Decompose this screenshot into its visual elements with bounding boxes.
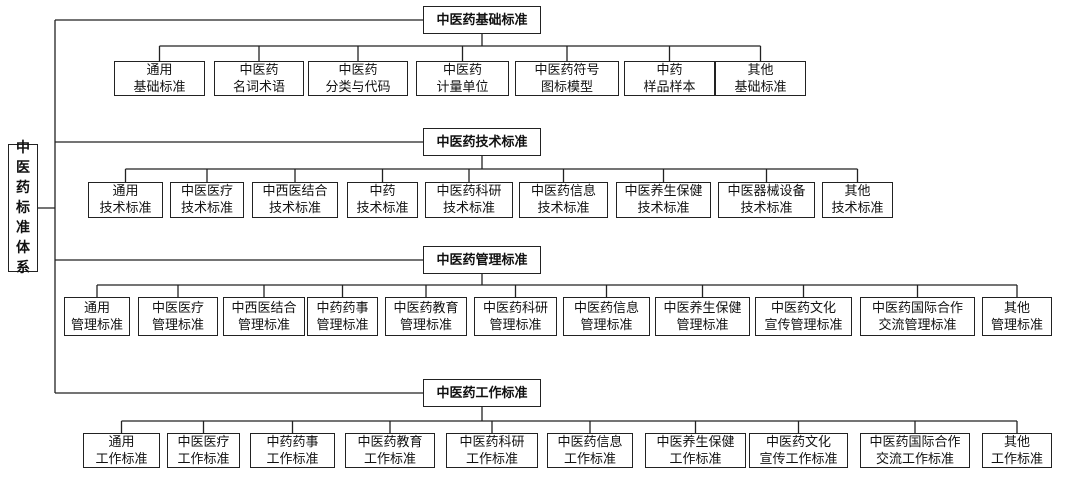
management-standard-item: 中医药信息 管理标准: [563, 297, 650, 336]
technical-standard-item: 其他 技术标准: [822, 182, 893, 218]
basic-standard-item: 中医药符号 图标模型: [515, 61, 619, 96]
basic-standard-item: 中医药 计量单位: [416, 61, 509, 96]
technical-standard-item: 中西医结合 技术标准: [252, 182, 338, 218]
work-standard-item: 中医药科研 工作标准: [446, 433, 538, 468]
technical-standard-item: 中医药信息 技术标准: [519, 182, 608, 218]
management-standard-item: 中医药国际合作 交流管理标准: [860, 297, 975, 336]
management-standard-item: 中医药科研 管理标准: [474, 297, 557, 336]
work-standard-item: 中药药事 工作标准: [250, 433, 335, 468]
technical-standard-item: 通用 技术标准: [88, 182, 163, 218]
root-node: 中 医 药 标 准 体 系: [8, 140, 38, 276]
work-standard-item: 中医药国际合作 交流工作标准: [860, 433, 970, 468]
technical-standard-item: 中医器械设备 技术标准: [718, 182, 815, 218]
category-work: 中医药工作标准: [423, 379, 541, 407]
management-standard-item: 其他 管理标准: [982, 297, 1052, 336]
work-standard-item: 中医药信息 工作标准: [547, 433, 633, 468]
category-technical: 中医药技术标准: [423, 128, 541, 156]
basic-standard-item: 通用 基础标准: [114, 61, 205, 96]
work-standard-item: 中医药文化 宣传工作标准: [749, 433, 848, 468]
technical-standard-item: 中医药科研 技术标准: [425, 182, 513, 218]
management-standard-item: 中医药教育 管理标准: [385, 297, 467, 336]
work-standard-item: 中医药教育 工作标准: [345, 433, 435, 468]
work-standard-item: 其他 工作标准: [982, 433, 1052, 468]
category-basic: 中医药基础标准: [423, 6, 541, 34]
basic-standard-item: 中医药 分类与代码: [308, 61, 408, 96]
basic-standard-item: 中药 样品样本: [624, 61, 715, 96]
management-standard-item: 中医医疗 管理标准: [138, 297, 218, 336]
technical-standard-item: 中医医疗 技术标准: [170, 182, 244, 218]
work-standard-item: 中医医疗 工作标准: [167, 433, 240, 468]
technical-standard-item: 中药 技术标准: [347, 182, 418, 218]
basic-standard-item: 中医药 名词术语: [214, 61, 304, 96]
management-standard-item: 中医药文化 宣传管理标准: [755, 297, 852, 336]
category-management: 中医药管理标准: [423, 246, 541, 274]
management-standard-item: 中医养生保健 管理标准: [655, 297, 750, 336]
work-standard-item: 通用 工作标准: [83, 433, 160, 468]
management-standard-item: 中药药事 管理标准: [307, 297, 378, 336]
basic-standard-item: 其他 基础标准: [715, 61, 806, 96]
management-standard-item: 中西医结合 管理标准: [223, 297, 305, 336]
technical-standard-item: 中医养生保健 技术标准: [616, 182, 711, 218]
work-standard-item: 中医养生保健 工作标准: [645, 433, 746, 468]
management-standard-item: 通用 管理标准: [64, 297, 130, 336]
